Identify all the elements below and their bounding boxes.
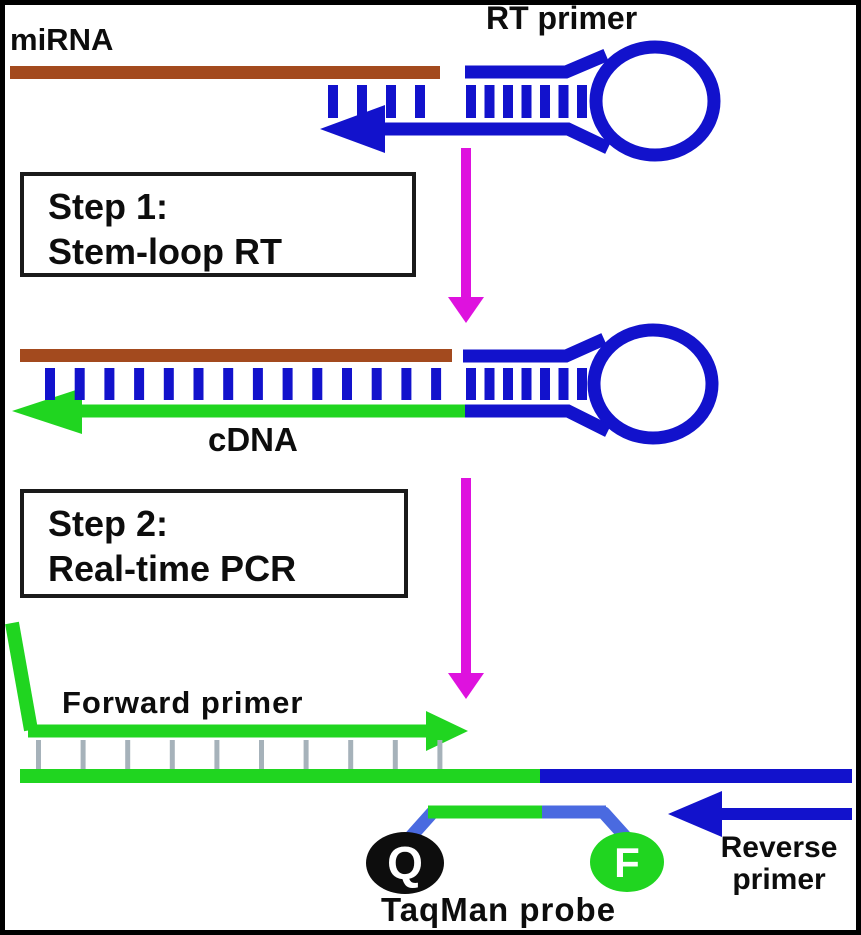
base-pair-tick [503,85,513,118]
stem-loop-circle-top [589,40,721,162]
rt-primer-label: RT primer [486,0,638,36]
base-pair-tick [104,368,115,400]
step1-box: Step 1: Stem-loop RT [20,172,416,277]
forward-primer-arrowhead [426,711,468,751]
base-pair-tick [36,740,41,773]
forward-primer-label: Forward primer [62,685,304,720]
rt-extension-arrowhead [320,105,385,153]
base-pair-tick [193,368,204,400]
taqman-probe [400,805,638,850]
base-pair-tick [386,85,396,118]
base-pair-tick [371,368,382,400]
mirna-label: miRNA [10,22,114,57]
base-pair-tick [134,368,145,400]
base-pair-tick [74,368,85,400]
base-pair-tick [577,85,587,118]
cdna-arrow [12,388,465,434]
base-pair-tick [540,368,550,400]
base-pair-tick [521,368,532,400]
middle-duplex-ticks [45,368,442,400]
forward-primer-tail [5,621,38,732]
base-pair-tick [577,368,587,400]
rt-primer-stemloop [320,40,721,162]
base-pair-tick [169,740,175,773]
base-pair-tick [431,368,442,400]
mirna-strand [10,66,440,79]
step2-subtitle: Real-time PCR [48,548,297,589]
base-pair-tick [484,368,495,400]
base-pair-tick [503,368,513,400]
base-pair-tick [415,85,425,118]
base-pair-tick [357,85,367,118]
base-pair-tick [484,85,495,118]
step2-arrow-icon [448,478,484,699]
step2-title: Step 2: [48,503,169,544]
taqman-probe-label: TaqMan probe [381,891,617,928]
step1-arrow-icon [448,148,484,323]
stem-loop-circle-middle [587,323,719,445]
base-pair-tick [282,368,293,400]
base-pair-tick [125,740,131,773]
base-pair-tick [466,85,476,118]
forward-primer-arrow [5,621,468,751]
base-pair-tick [303,740,309,773]
base-pair-tick [223,368,234,400]
cdna-label: cDNA [208,421,298,458]
base-pair-tick [558,85,569,118]
base-pair-tick [466,368,476,400]
base-pair-tick [45,368,55,400]
top-stem-ticks [466,85,587,118]
base-pair-tick [348,740,354,773]
base-pair-tick [521,85,532,118]
quencher-letter: Q [387,837,423,889]
top-free-ticks [328,85,425,118]
quencher-circle: Q [366,832,444,894]
step1-title: Step 1: [48,186,169,227]
reverse-primer-label-line1: Reverse [720,831,838,864]
step2-box: Step 2: Real-time PCR [20,489,408,598]
base-pair-tick [163,368,174,400]
base-pair-tick [259,740,264,773]
template-strand-green [20,769,540,783]
step1-subtitle: Stem-loop RT [48,231,282,272]
base-pair-tick [342,368,352,400]
base-pair-tick [392,740,398,773]
template-strand-blue [540,769,852,783]
fluorophore-letter: F [614,839,640,886]
base-pair-tick [312,368,323,400]
bottom-duplex-ticks [36,740,443,773]
base-pair-tick [558,368,569,400]
base-pair-tick [437,740,443,773]
middle-stem-ticks [466,368,587,400]
reverse-primer-label-line2: primer [732,863,826,896]
base-pair-tick [401,368,412,400]
base-pair-tick [328,85,338,118]
reverse-primer-arrow [668,791,852,837]
reverse-primer-label: Reverse primer [700,832,858,896]
base-pair-tick [540,85,550,118]
cdna-stemloop [463,323,719,445]
base-pair-tick [252,368,263,400]
base-pair-tick [214,740,220,773]
fluorophore-circle: F [590,832,664,892]
cdna-arrowhead [12,388,82,434]
reverse-primer-arrowhead [668,791,722,837]
mirna-strand-middle [20,349,452,362]
base-pair-tick [80,740,86,773]
